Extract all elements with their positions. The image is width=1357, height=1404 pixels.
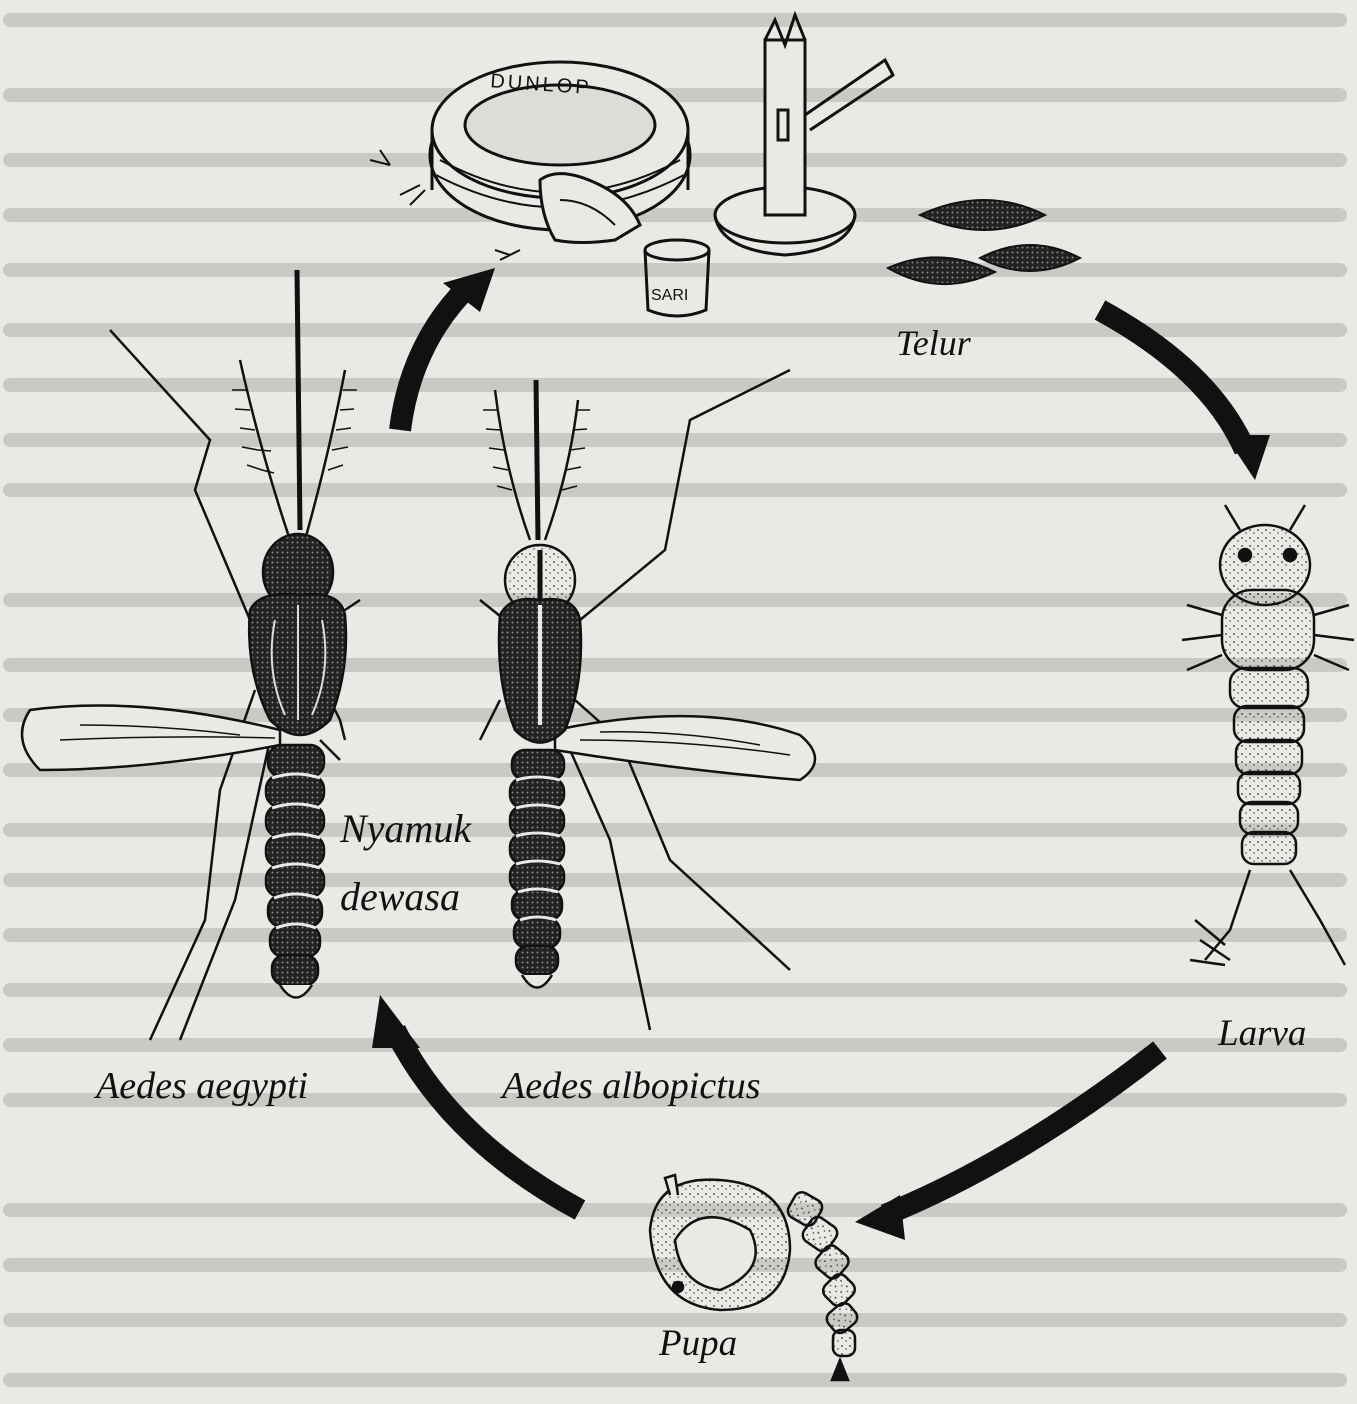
- can-brand-text: SARI: [651, 287, 688, 304]
- arrow-adult-to-breeding: [400, 295, 460, 430]
- label-nyamuk: Nyamuk: [340, 805, 471, 852]
- arrow-head-pupa: [855, 1195, 905, 1240]
- label-telur: Telur: [896, 322, 971, 364]
- larva-illustration: [1182, 505, 1354, 965]
- can-icon: SARI: [645, 240, 709, 316]
- label-pupa: Pupa: [659, 1322, 737, 1365]
- label-larva: Larva: [1218, 1012, 1306, 1055]
- egg-1: [920, 200, 1045, 230]
- label-aedes-aegypti: Aedes aegypti: [96, 1064, 308, 1108]
- egg-3: [888, 257, 995, 284]
- label-aedes-albopictus: Aedes albopictus: [502, 1064, 761, 1108]
- arrow-pupa-to-adult: [395, 1030, 580, 1210]
- arrow-head-larva: [1225, 435, 1270, 480]
- arrow-head-adult: [372, 995, 420, 1048]
- label-dewasa: dewasa: [340, 873, 460, 920]
- arrow-larva-to-pupa: [885, 1050, 1160, 1215]
